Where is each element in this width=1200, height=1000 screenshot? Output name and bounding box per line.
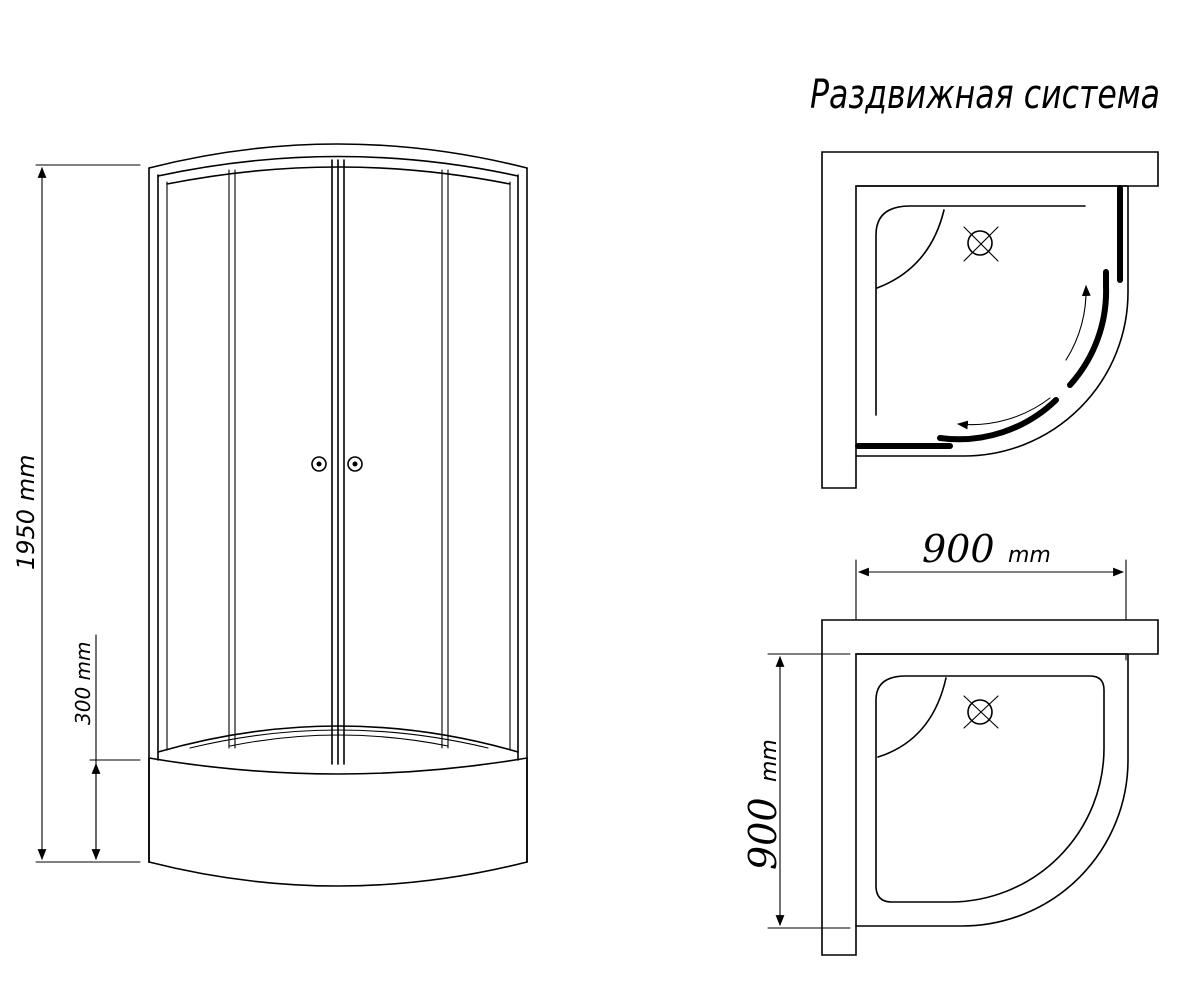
tray-height-label: 300 mm — [71, 642, 95, 726]
total-height-label: 1950 mm — [12, 455, 40, 570]
dimensioned-plan: 900 mm 900 mm — [741, 527, 1159, 956]
right-door-handle-icon — [347, 456, 363, 472]
left-door-handle-icon — [311, 456, 327, 472]
depth-unit: mm — [757, 739, 782, 782]
width-value: 900 — [922, 527, 995, 571]
diagram-title: Раздвижная система — [810, 72, 1160, 118]
depth-value: 900 — [741, 797, 785, 870]
front-view: 1950 mm 300 mm — [12, 143, 528, 887]
width-unit: mm — [1008, 543, 1051, 568]
drain-icon — [967, 230, 993, 256]
plan-drain-icon — [967, 699, 993, 725]
sliding-system-plan — [821, 151, 1159, 489]
